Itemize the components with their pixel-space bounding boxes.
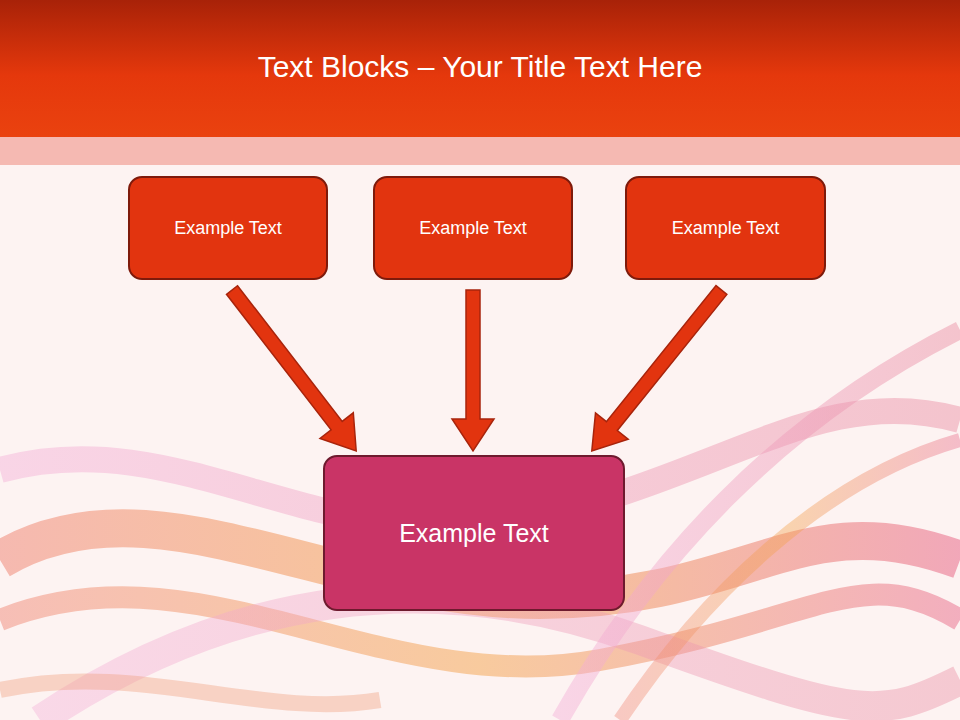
block-arrow xyxy=(227,286,357,451)
box-text: Example Text xyxy=(419,218,527,239)
process-box: Example Text xyxy=(625,176,826,280)
box-text: Example Text xyxy=(672,218,780,239)
process-box: Example Text xyxy=(128,176,328,280)
block-arrow xyxy=(452,290,494,451)
box-text: Example Text xyxy=(399,519,549,548)
slide-title: Text Blocks – Your Title Text Here xyxy=(0,50,960,84)
header-bar xyxy=(0,0,960,137)
process-box: Example Text xyxy=(373,176,573,280)
box-text: Example Text xyxy=(174,218,282,239)
result-box: Example Text xyxy=(323,455,625,611)
header-band xyxy=(0,137,960,165)
block-arrow xyxy=(592,286,727,451)
